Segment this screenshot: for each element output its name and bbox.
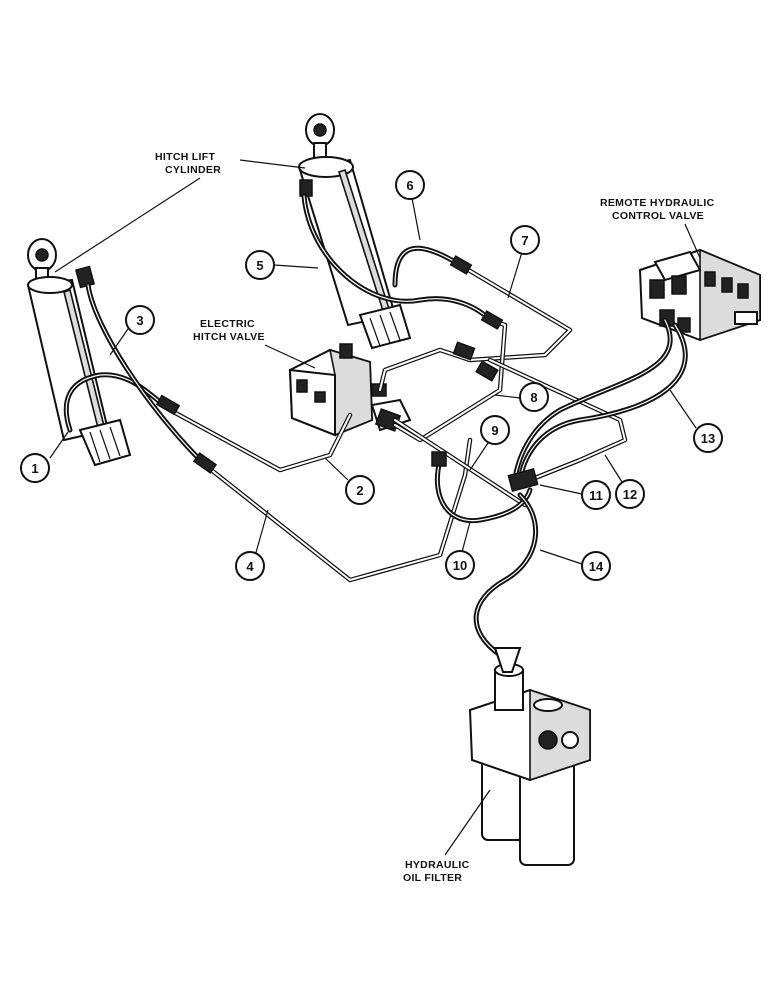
callout-7-number: 7 <box>521 233 528 248</box>
callout-14: 14 <box>539 549 611 581</box>
label-remote-hydraulic-control-valve: REMOTE HYDRAULIC CONTROL VALVE <box>600 197 715 259</box>
callout-9: 9 <box>469 415 510 471</box>
label-hitch-lift-cylinder-line1: HITCH LIFT <box>155 151 215 163</box>
callout-4: 4 <box>235 509 269 581</box>
hydraulic-oil-filter <box>468 663 591 866</box>
callout-5-number: 5 <box>256 258 263 273</box>
label-remote-valve-line2: CONTROL VALVE <box>612 210 704 222</box>
callout-9-number: 9 <box>491 423 498 438</box>
callout-8-number: 8 <box>530 390 537 405</box>
label-hitch-lift-cylinder-line2: CYLINDER <box>165 164 221 176</box>
callout-7: 7 <box>507 225 540 299</box>
callout-6-number: 6 <box>406 178 413 193</box>
callout-12-number: 12 <box>623 487 637 502</box>
label-hitch-lift-cylinder: HITCH LIFT CYLINDER <box>54 151 306 273</box>
electric-hitch-valve <box>288 343 412 437</box>
label-oil-filter-line2: OIL FILTER <box>403 872 462 884</box>
callout-5: 5 <box>245 250 319 280</box>
label-electric-hitch-valve-line2: HITCH VALVE <box>193 331 265 343</box>
callout-13: 13 <box>669 389 723 453</box>
callout-12: 12 <box>604 454 645 509</box>
label-hydraulic-oil-filter: HYDRAULIC OIL FILTER <box>403 789 491 884</box>
left-hitch-lift-cylinder <box>26 238 132 467</box>
callout-3: 3 <box>109 305 155 356</box>
callout-3-number: 3 <box>136 313 143 328</box>
right-hitch-lift-cylinder <box>298 113 412 350</box>
remote-hydraulic-control-valve <box>638 248 761 342</box>
callout-11: 11 <box>539 480 611 510</box>
label-remote-valve-line1: REMOTE HYDRAULIC <box>600 197 715 209</box>
callout-2: 2 <box>324 457 375 505</box>
callout-2-number: 2 <box>356 483 363 498</box>
callout-11-number: 11 <box>589 488 603 503</box>
callout-10: 10 <box>445 521 475 580</box>
callout-10-number: 10 <box>453 558 467 573</box>
callout-1: 1 <box>20 431 69 483</box>
callout-8: 8 <box>494 382 549 412</box>
hoses-and-tubes <box>63 193 688 673</box>
callout-4-number: 4 <box>246 559 254 574</box>
label-oil-filter-line1: HYDRAULIC <box>405 859 470 871</box>
label-electric-hitch-valve: ELECTRIC HITCH VALVE <box>193 318 316 369</box>
callout-13-number: 13 <box>701 431 715 446</box>
callout-14-number: 14 <box>589 559 604 574</box>
callout-1-number: 1 <box>31 461 38 476</box>
label-electric-hitch-valve-line1: ELECTRIC <box>200 318 255 330</box>
callout-6: 6 <box>395 170 425 241</box>
